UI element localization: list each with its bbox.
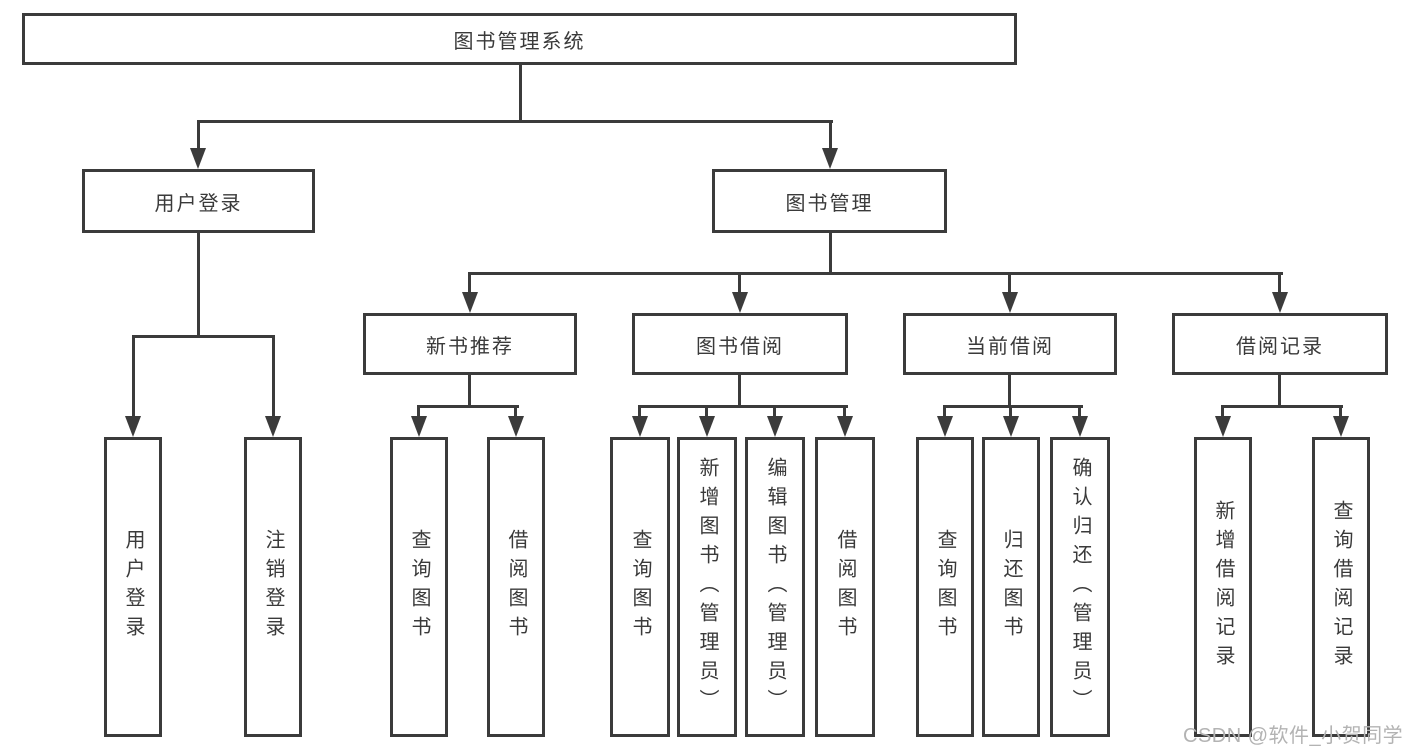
leaf-add-book-admin: 新增图书（管理员） [677,437,737,737]
connector [1009,405,1012,417]
arrowhead [1215,416,1231,437]
arrowhead [732,292,748,313]
node-user-login: 用户登录 [82,169,315,233]
csdn-watermark: CSDN @软件_小贺同学 [1183,725,1404,747]
connector [829,120,832,149]
connector [738,272,741,292]
connector [417,405,420,417]
arrowhead [1333,416,1349,437]
leaf-add-borrow-record: 新增借阅记录 [1194,437,1252,737]
connector [843,405,846,417]
connector [468,272,1283,275]
connector [514,405,517,417]
arrowhead [632,416,648,437]
connector [197,233,200,335]
arrowhead [1272,292,1288,313]
connector [638,405,848,408]
leaf-confirm-return-admin: 确认归还（管理员） [1050,437,1110,737]
node-library-system: 图书管理系统 [22,13,1017,65]
leaf-user-login: 用户登录 [104,437,162,737]
connector [943,405,946,417]
connector [773,405,776,417]
arrowhead [822,148,838,169]
arrowhead [508,416,524,437]
arrowhead [837,416,853,437]
connector [1008,272,1011,292]
node-current-borrowing: 当前借阅 [903,313,1117,375]
node-book-borrowing: 图书借阅 [632,313,848,375]
connector [197,120,833,123]
leaf-query-book-1: 查询图书 [390,437,448,737]
leaf-query-book-3: 查询图书 [916,437,974,737]
arrowhead [699,416,715,437]
leaf-query-book-2: 查询图书 [610,437,670,737]
connector [829,233,832,272]
connector [1221,405,1224,417]
connector [132,335,275,338]
connector [132,335,135,417]
arrowhead [411,416,427,437]
leaf-borrow-book-1: 借阅图书 [487,437,545,737]
connector [417,405,519,408]
connector [197,120,200,149]
leaf-logout: 注销登录 [244,437,302,737]
connector [1339,405,1342,417]
arrowhead [1002,292,1018,313]
connector [738,375,741,405]
leaf-edit-book-admin: 编辑图书（管理员） [745,437,805,737]
connector [705,405,708,417]
arrowhead [1072,416,1088,437]
connector [468,272,471,292]
node-book-management: 图书管理 [712,169,947,233]
arrowhead [937,416,953,437]
arrowhead [767,416,783,437]
connector [1221,405,1343,408]
leaf-query-borrow-record: 查询借阅记录 [1312,437,1370,737]
arrowhead [190,148,206,169]
leaf-return-book: 归还图书 [982,437,1040,737]
arrowhead [125,416,141,437]
connector [1278,375,1281,405]
connector [1078,405,1081,417]
connector [519,65,522,120]
connector [468,375,471,405]
connector [1008,375,1011,405]
connector [1278,272,1281,292]
connector [943,405,1083,408]
connector [638,405,641,417]
connector [272,335,275,417]
arrowhead [265,416,281,437]
arrowhead [1003,416,1019,437]
node-borrowing-records: 借阅记录 [1172,313,1388,375]
leaf-borrow-book-2: 借阅图书 [815,437,875,737]
node-new-book-recommend: 新书推荐 [363,313,577,375]
arrowhead [462,292,478,313]
